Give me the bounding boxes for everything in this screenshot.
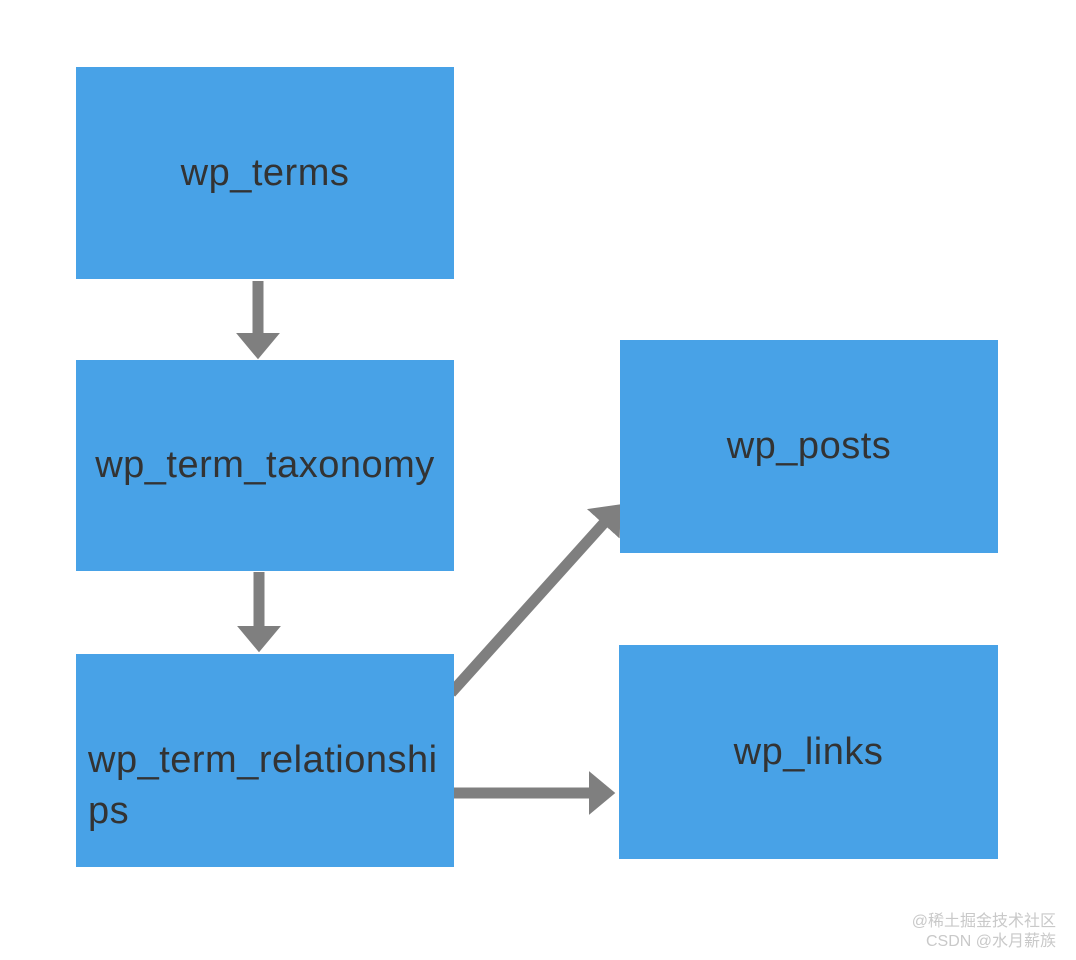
watermark: @稀土掘金技术社区 CSDN @水月薪族: [912, 912, 1056, 952]
watermark-line-1: @稀土掘金技术社区: [911, 913, 1056, 930]
node-wp-links: wp_links: [619, 645, 998, 859]
node-wp-term-relationships-label: wp_term_relationships: [88, 739, 438, 832]
node-wp-terms: wp_terms: [76, 67, 454, 279]
watermark-line-2: CSDN @水月薪族: [925, 933, 1056, 950]
node-wp-links-label: wp_links: [733, 730, 884, 773]
node-wp-posts-label: wp_posts: [726, 425, 892, 467]
node-wp-term-relationships: wp_term_relationships: [76, 654, 454, 867]
arrow-relationships-to-posts: [446, 504, 621, 697]
node-wp-terms-label: wp_terms: [180, 151, 350, 194]
node-wp-term-taxonomy-label: wp_term_taxonomy: [95, 444, 435, 486]
node-wp-term-taxonomy: wp_term_taxonomy: [76, 360, 454, 571]
node-wp-posts: wp_posts: [620, 340, 998, 553]
